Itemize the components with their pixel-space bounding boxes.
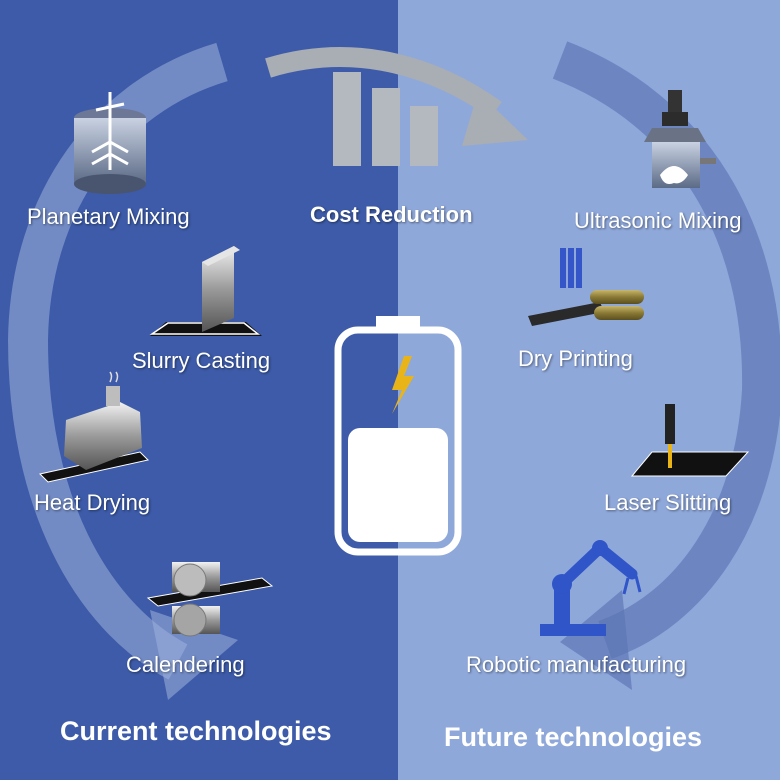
step-label-dry-printing: Dry Printing	[518, 346, 633, 371]
step-label-planetary-mixing: Planetary Mixing	[27, 204, 190, 229]
slurry-casting-icon	[149, 246, 262, 336]
step-label-calendering: Calendering	[126, 652, 245, 677]
step-label-ultrasonic-mixing: Ultrasonic Mixing	[574, 208, 742, 233]
step-label-slurry-casting: Slurry Casting	[132, 348, 271, 373]
heat-dryer-icon	[39, 371, 149, 483]
dry-printing-icon	[528, 248, 644, 326]
planetary-mixer-icon	[74, 92, 146, 194]
calender-rollers-icon	[146, 562, 274, 637]
future-cycle-arrow	[552, 41, 780, 690]
step-label-robotic-manufacturing: Robotic manufacturing	[466, 652, 687, 677]
step-label-laser-slitting: Laser Slitting	[604, 490, 732, 515]
ultrasonic-mixer-icon	[644, 90, 716, 188]
cost-reduction-icon	[265, 47, 528, 166]
future-technologies-title: Future technologies	[444, 722, 703, 752]
laser-slitting-icon	[630, 404, 750, 477]
robotic-arm-icon	[540, 540, 642, 636]
current-technologies-title: Current technologies	[60, 716, 332, 746]
cost-reduction-label: Cost Reduction	[310, 202, 473, 227]
battery-icon	[334, 316, 462, 556]
step-label-heat-drying: Heat Drying	[34, 490, 151, 515]
